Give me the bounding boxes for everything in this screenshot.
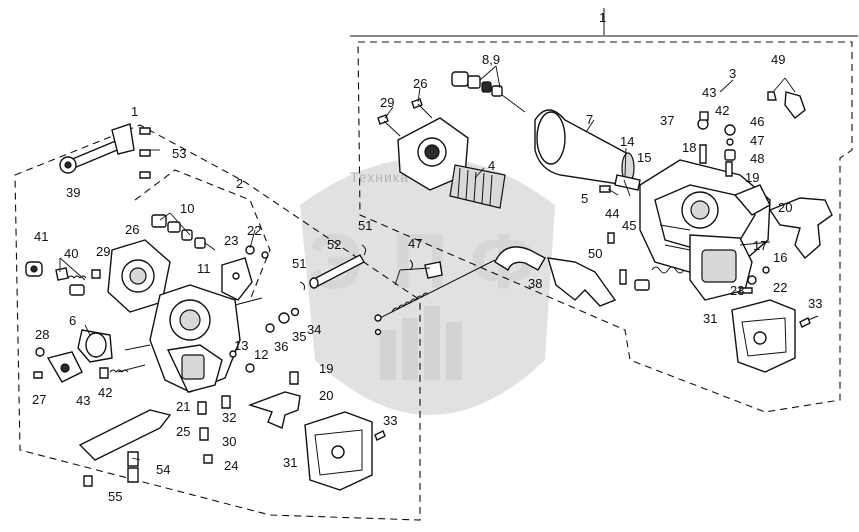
label-27: 27 bbox=[32, 392, 46, 407]
label-50: 50 bbox=[588, 246, 602, 261]
label-23-right: 23 bbox=[730, 283, 744, 298]
small-parts-top-right bbox=[697, 91, 806, 177]
label-26-left: 26 bbox=[125, 222, 139, 237]
callout-labels: 1 3 49 8,9 26 29 7 4 14 15 5 37 43 42 18… bbox=[32, 10, 822, 504]
float-chamber-31-right bbox=[731, 299, 796, 373]
label-53: 53 bbox=[172, 146, 186, 161]
label-30: 30 bbox=[222, 434, 236, 449]
label-40: 40 bbox=[64, 246, 78, 261]
label-47-mid: 47 bbox=[408, 236, 422, 251]
label-23-left: 23 bbox=[224, 233, 238, 248]
label-2: 2 bbox=[236, 176, 243, 191]
label-24: 24 bbox=[224, 458, 238, 473]
jets-8-9 bbox=[451, 71, 526, 113]
left-assembly bbox=[25, 123, 386, 491]
label-51-left: 51 bbox=[292, 256, 306, 271]
label-18: 18 bbox=[682, 140, 696, 155]
label-36: 36 bbox=[274, 339, 288, 354]
label-44: 44 bbox=[605, 206, 619, 221]
label-6: 6 bbox=[69, 313, 76, 328]
label-4: 4 bbox=[488, 158, 495, 173]
label-37: 37 bbox=[660, 113, 674, 128]
label-11: 11 bbox=[197, 261, 211, 276]
label-32: 32 bbox=[222, 410, 236, 425]
label-19-left: 19 bbox=[319, 361, 333, 376]
label-41: 41 bbox=[34, 229, 48, 244]
label-20-right: 20 bbox=[778, 200, 792, 215]
label-15: 15 bbox=[637, 150, 651, 165]
carburetor-body-right bbox=[639, 159, 771, 301]
label-8-9: 8,9 bbox=[482, 52, 500, 67]
label-28: 28 bbox=[35, 327, 49, 342]
label-54: 54 bbox=[156, 462, 170, 477]
label-39: 39 bbox=[66, 185, 80, 200]
watermark-letter-2: П bbox=[392, 217, 448, 305]
label-51-top: 51 bbox=[358, 218, 372, 233]
label-31-right: 31 bbox=[703, 311, 717, 326]
watermark-logo: Техника и запчасти Э П Ф bbox=[300, 157, 555, 415]
label-47-right: 47 bbox=[750, 133, 764, 148]
float-chamber-31-left bbox=[304, 411, 373, 491]
label-14: 14 bbox=[620, 134, 634, 149]
label-46: 46 bbox=[750, 114, 764, 129]
label-29-left: 29 bbox=[96, 244, 110, 259]
label-17: 17 bbox=[753, 238, 767, 253]
label-3: 3 bbox=[729, 66, 736, 81]
label-1-top: 1 bbox=[599, 10, 606, 25]
label-16: 16 bbox=[773, 250, 787, 265]
label-45: 45 bbox=[622, 218, 636, 233]
jets-10 bbox=[151, 214, 216, 251]
label-33-right: 33 bbox=[808, 296, 822, 311]
label-20-left: 20 bbox=[319, 388, 333, 403]
label-48: 48 bbox=[750, 151, 764, 166]
label-42-right: 42 bbox=[715, 103, 729, 118]
label-26-right: 26 bbox=[413, 76, 427, 91]
label-35: 35 bbox=[292, 329, 306, 344]
linkage-middle bbox=[299, 244, 496, 336]
label-43-right: 43 bbox=[702, 85, 716, 100]
label-29-right: 29 bbox=[380, 95, 394, 110]
label-38: 38 bbox=[528, 276, 542, 291]
label-55: 55 bbox=[108, 489, 122, 504]
label-42-left: 42 bbox=[98, 385, 112, 400]
label-5-right: 5 bbox=[581, 191, 588, 206]
label-25: 25 bbox=[176, 424, 190, 439]
right-assembly bbox=[377, 71, 833, 373]
carburetor-body-left bbox=[117, 284, 263, 393]
label-19-right: 19 bbox=[745, 170, 759, 185]
label-7: 7 bbox=[586, 112, 593, 127]
label-52: 52 bbox=[327, 237, 341, 252]
label-21: 21 bbox=[176, 399, 190, 414]
label-34: 34 bbox=[307, 322, 321, 337]
label-49: 49 bbox=[771, 52, 785, 67]
label-13: 13 bbox=[234, 338, 248, 353]
label-1-left: 1 bbox=[131, 104, 138, 119]
label-43-left: 43 bbox=[76, 393, 90, 408]
label-33-left: 33 bbox=[383, 413, 397, 428]
label-12: 12 bbox=[254, 347, 268, 362]
label-31-left: 31 bbox=[283, 455, 297, 470]
label-22-right: 22 bbox=[773, 280, 787, 295]
spring-4 bbox=[449, 164, 506, 209]
label-10: 10 bbox=[180, 201, 194, 216]
leader-lines bbox=[59, 25, 796, 461]
label-22-left: 22 bbox=[247, 223, 261, 238]
spring-right bbox=[634, 266, 685, 291]
